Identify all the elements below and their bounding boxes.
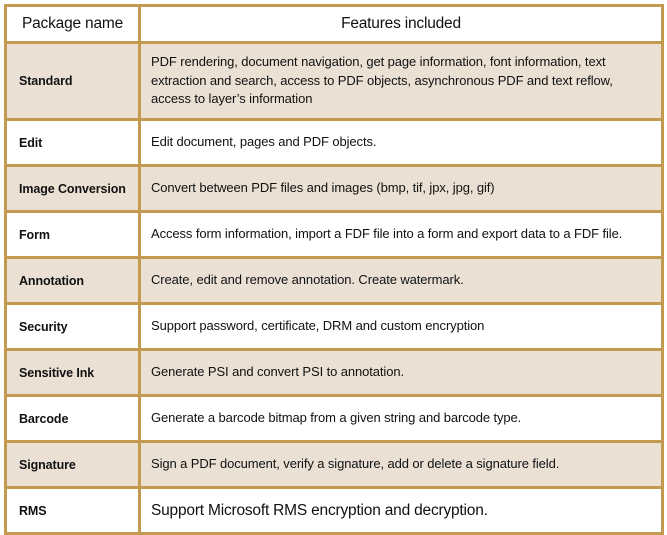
cell-package-name: Sensitive Ink: [4, 348, 141, 397]
table-header: Package name Features included: [4, 4, 664, 44]
cell-package-name: Edit: [4, 118, 141, 167]
cell-features-included: Generate a barcode bitmap from a given s…: [138, 394, 664, 443]
cell-package-name: Barcode: [4, 394, 141, 443]
column-header-package-name: Package name: [4, 4, 141, 44]
cell-features-included: Create, edit and remove annotation. Crea…: [138, 256, 664, 305]
cell-features-included: PDF rendering, document navigation, get …: [138, 41, 664, 121]
table-header-row: Package name Features included: [4, 4, 664, 44]
cell-package-name: Standard: [4, 41, 141, 121]
column-header-features-included: Features included: [138, 4, 664, 44]
cell-package-name: Image Conversion: [4, 164, 141, 213]
cell-features-included: Sign a PDF document, verify a signature,…: [138, 440, 664, 489]
cell-package-name: RMS: [4, 486, 141, 535]
cell-features-included: Convert between PDF files and images (bm…: [138, 164, 664, 213]
cell-package-name: Form: [4, 210, 141, 259]
cell-features-included: Edit document, pages and PDF objects.: [138, 118, 664, 167]
cell-features-included: Access form information, import a FDF fi…: [138, 210, 664, 259]
cell-package-name: Signature: [4, 440, 141, 489]
cell-package-name: Security: [4, 302, 141, 351]
cell-features-included: Support password, certificate, DRM and c…: [138, 302, 664, 351]
cell-features-included: Generate PSI and convert PSI to annotati…: [138, 348, 664, 397]
cell-package-name: Annotation: [4, 256, 141, 305]
cell-features-included: Support Microsoft RMS encryption and dec…: [138, 486, 664, 535]
